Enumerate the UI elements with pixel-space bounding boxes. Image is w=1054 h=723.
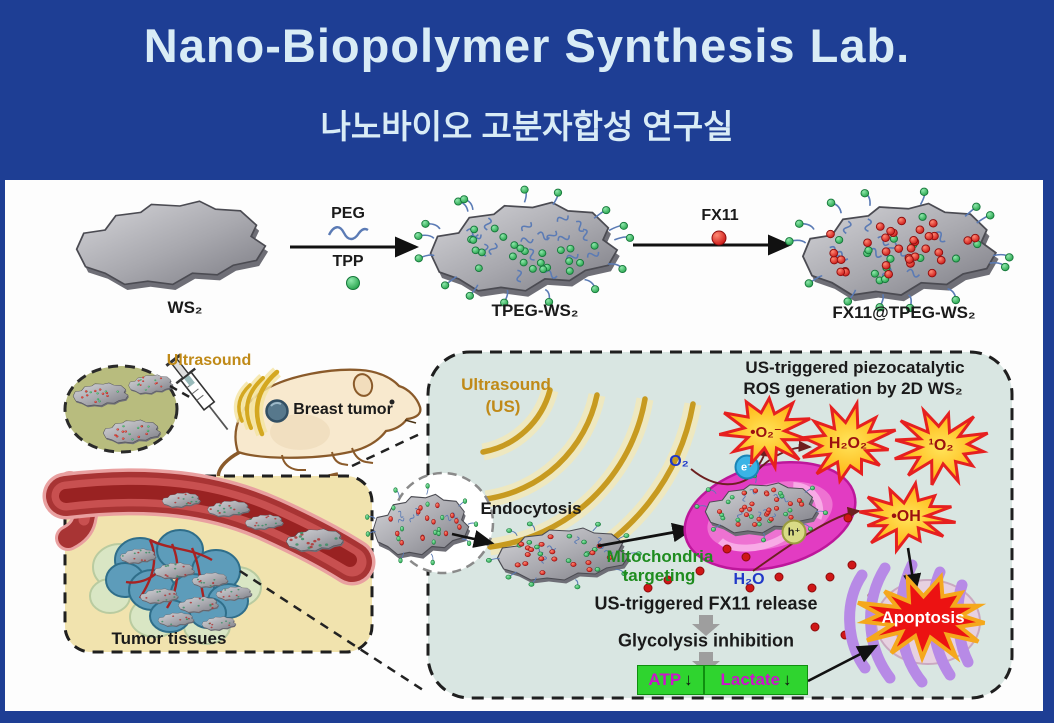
endocytosis-label: Endocytosis [480,499,582,518]
mitochondria-targeting-line2: targeting [622,566,696,585]
fx11-tpeg-ws2-nanosheet [785,187,1014,313]
fx11-tpeg-ws2-label: FX11@TPEG-WS₂ [832,303,976,322]
mouse-ear [352,373,374,397]
ultrasound-us-label-line1: Ultrasound [461,375,551,394]
mouse-eye [389,399,395,405]
tpeg-ws2-nanosheet [414,185,635,307]
lactate-label: Lactate [720,670,781,689]
mitochondria-targeting-line1: Mitochondria [606,547,714,566]
tpeg-ws2-label: TPEG-WS₂ [491,301,579,320]
syringe [165,353,229,431]
lactate-down-arrow: ↓ [783,670,792,689]
ros-burst-hydroxyl [859,479,956,555]
tumor-tissues-label: Tumor tissues [111,629,227,648]
ultrasound-us-label-line2: (US) [485,397,521,416]
peroxide-label: H₂O₂ [828,435,868,452]
fx11-label: FX11 [701,207,739,224]
apoptosis-label: Apoptosis [881,608,965,627]
tpp-label: TPP [332,253,364,270]
tpp-sphere-icon [346,276,360,290]
ros-burst-peroxide [797,398,897,485]
fx11-release-label: US-triggered FX11 release [594,593,818,614]
breast-tumor-label: Breast tumor [293,401,393,418]
water-label: H₂O [733,571,765,588]
ros-burst-superoxide [718,394,811,473]
atp-decrease-chip: ATP↓ [637,665,704,695]
ws2-nanosheet [75,200,269,290]
lab-title-korean: 나노바이오 고분자합성 연구실 [320,108,734,145]
hole-label: h⁺ [787,526,801,539]
ros-title-line1: US-triggered piezocatalytic [745,358,965,377]
peg-squiggle-icon [327,226,369,241]
lab-title: Nano-Biopolymer Synthesis Lab. [143,19,911,72]
hole-badge [781,519,807,545]
flow-arrow-2 [692,652,720,673]
oxygen-label: O₂ [669,453,689,470]
ws2-label: WS₂ [167,298,203,317]
ros-title-line2: ROS generation by 2D WS₂ [743,379,963,398]
glycolysis-inhibition-label: Glycolysis inhibition [617,630,795,651]
apoptosis-burst [856,571,987,664]
atp-down-arrow: ↓ [684,670,693,689]
fx11-sphere-icon [711,230,727,246]
singlet-oxygen-label: ¹O₂ [928,437,954,454]
ultrasound-mouse-label: Ultrasound [166,352,252,369]
superoxide-label: •O₂⁻ [750,424,782,441]
hydroxyl-label: •OH [891,508,921,525]
lactate-decrease-chip: Lactate↓ [704,665,808,695]
ros-burst-singlet [894,405,989,487]
ultrasound-waves-mouse [233,367,282,437]
flow-arrow-1 [692,615,720,636]
released-fx11-dots [643,513,877,640]
electron-label: e⁻ [741,461,753,474]
atp-label: ATP [648,670,682,689]
peg-label: PEG [331,205,365,222]
mouse [216,368,422,492]
